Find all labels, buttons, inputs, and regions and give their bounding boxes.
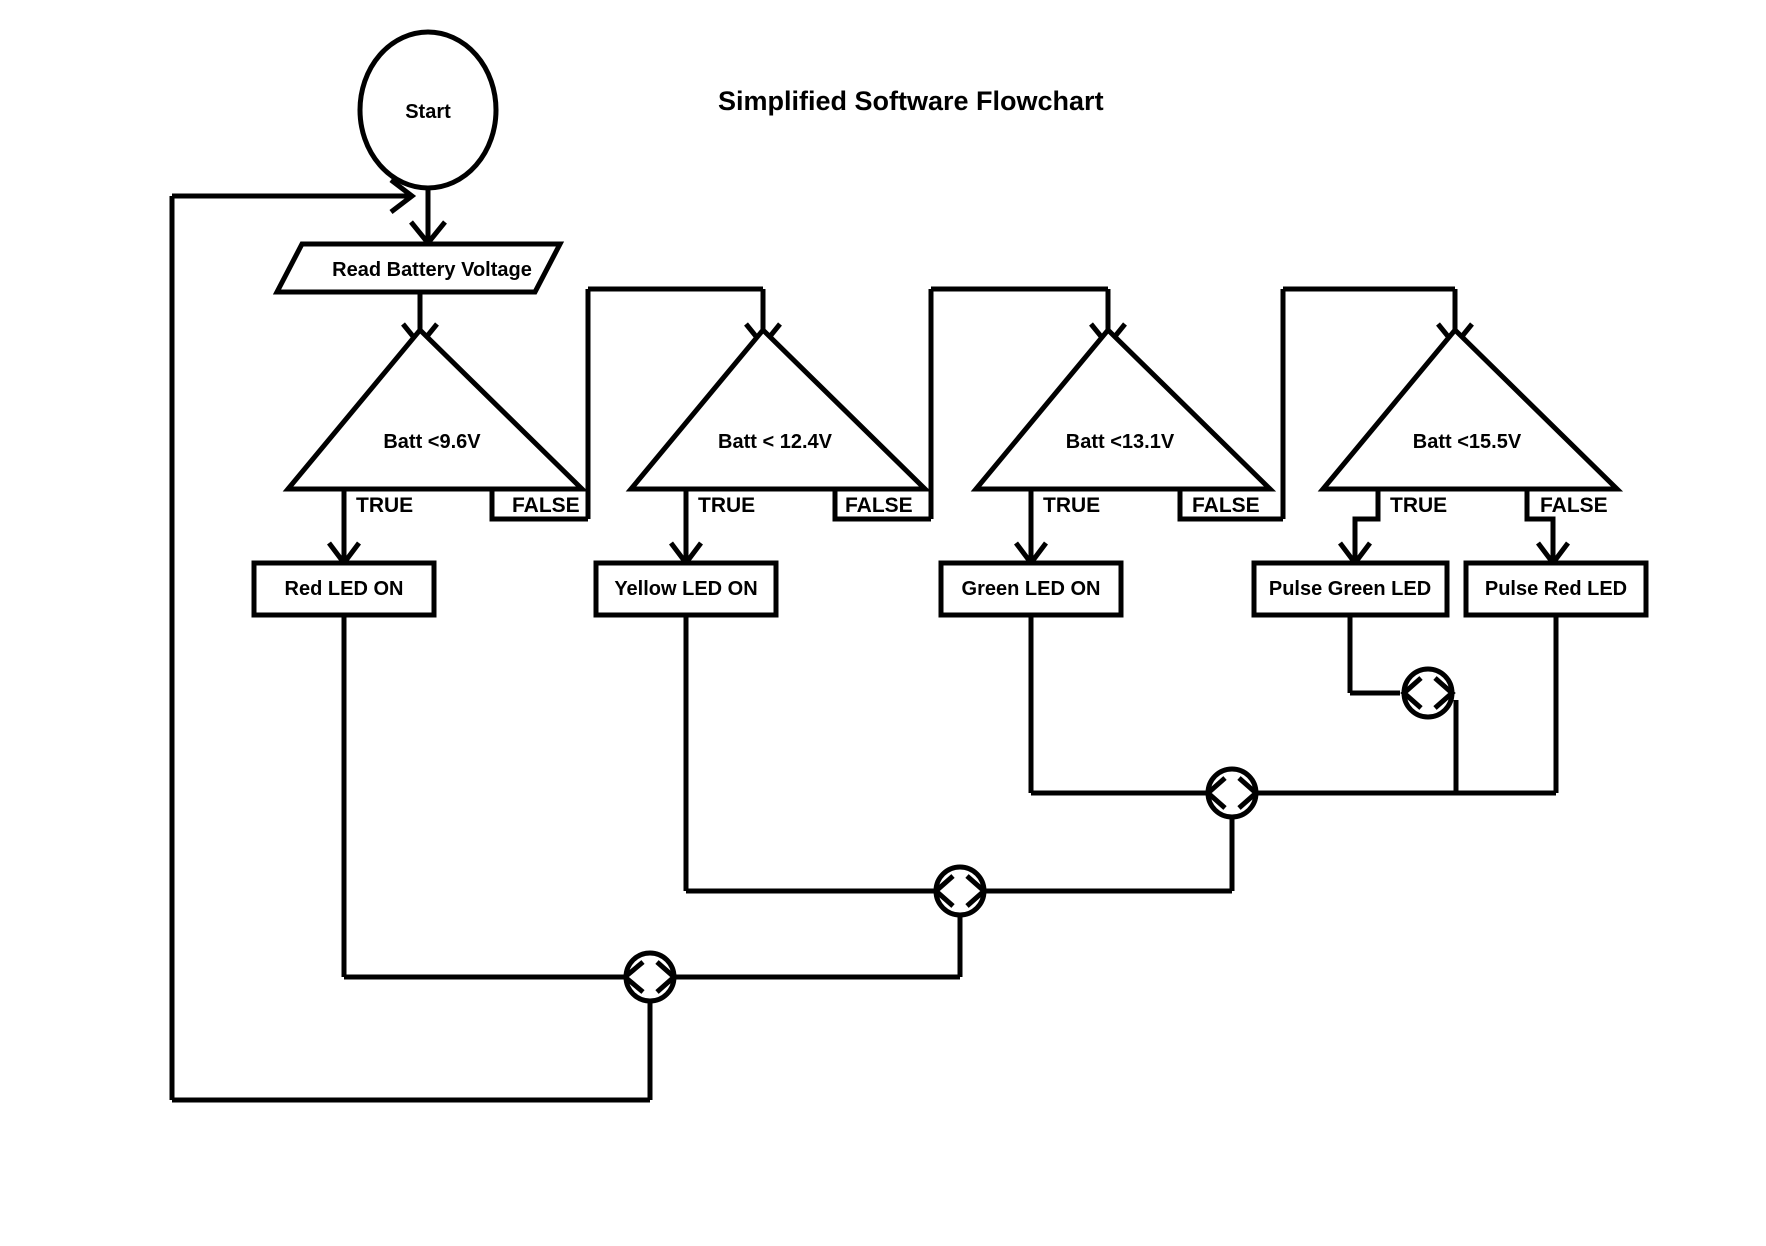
arrowhead-junction-3-right (1237, 776, 1260, 810)
decision-1-true-label: TRUE (356, 494, 413, 517)
decision-4-true-label: TRUE (1390, 494, 1447, 517)
decision-1-false-label: FALSE (512, 494, 580, 517)
edge-decision-4-false (1524, 489, 1556, 563)
decision-3-node (970, 326, 1277, 492)
decision-2-label: Batt < 12.4V (718, 431, 833, 453)
arrowhead-junction-4-right (1433, 676, 1456, 710)
decision-1-node (282, 326, 589, 492)
start-node-label: Start (405, 101, 451, 123)
merge-junction-3 (1205, 766, 1259, 820)
decision-2-node (625, 326, 932, 492)
action-green-led-on-node (938, 560, 1124, 618)
decision-3-label: Batt <13.1V (1066, 431, 1175, 453)
action-red-led-on-node (251, 560, 437, 618)
edge-decision-3-false (1177, 489, 1283, 522)
action-pulse-green-led-node (1251, 560, 1450, 618)
decision-2-false-label: FALSE (845, 494, 913, 517)
decision-4-label: Batt <15.5V (1413, 431, 1522, 453)
decision-3-true-label: TRUE (1043, 494, 1100, 517)
merge-junction-2 (933, 864, 987, 918)
read-battery-voltage-label: Read Battery Voltage (332, 259, 532, 281)
edge-decision-4-true (1352, 489, 1381, 563)
decision-4-false-label: FALSE (1540, 494, 1608, 517)
merge-junction-4 (1401, 666, 1455, 720)
action-red-led-on-label: Red LED ON (285, 578, 404, 600)
arrowhead-junction-1-right (655, 960, 678, 994)
edge-decision-2-false (832, 489, 931, 522)
arrowhead-junction-2-left (932, 874, 955, 908)
arrowhead-junction-1-left (621, 960, 645, 994)
edge-decision-1-false (489, 489, 588, 522)
merge-junction-1 (623, 950, 677, 1004)
read-battery-voltage-node (272, 241, 565, 295)
action-pulse-green-led-label: Pulse Green LED (1269, 578, 1431, 600)
arrowhead-loop-return (389, 178, 417, 214)
action-yellow-led-on-label: Yellow LED ON (614, 578, 757, 600)
decision-1-label: Batt <9.6V (383, 431, 481, 453)
arrowhead-junction-3-left (1204, 776, 1227, 810)
arrowhead-junction-2-right (965, 874, 988, 908)
action-pulse-red-led-label: Pulse Red LED (1485, 578, 1627, 600)
arrowhead-junction-4-left (1400, 676, 1423, 710)
decision-2-true-label: TRUE (698, 494, 755, 517)
action-green-led-on-label: Green LED ON (962, 578, 1101, 600)
decision-3-false-label: FALSE (1192, 494, 1260, 517)
page-title: Simplified Software Flowchart (718, 86, 1104, 116)
decision-4-node (1317, 326, 1624, 492)
